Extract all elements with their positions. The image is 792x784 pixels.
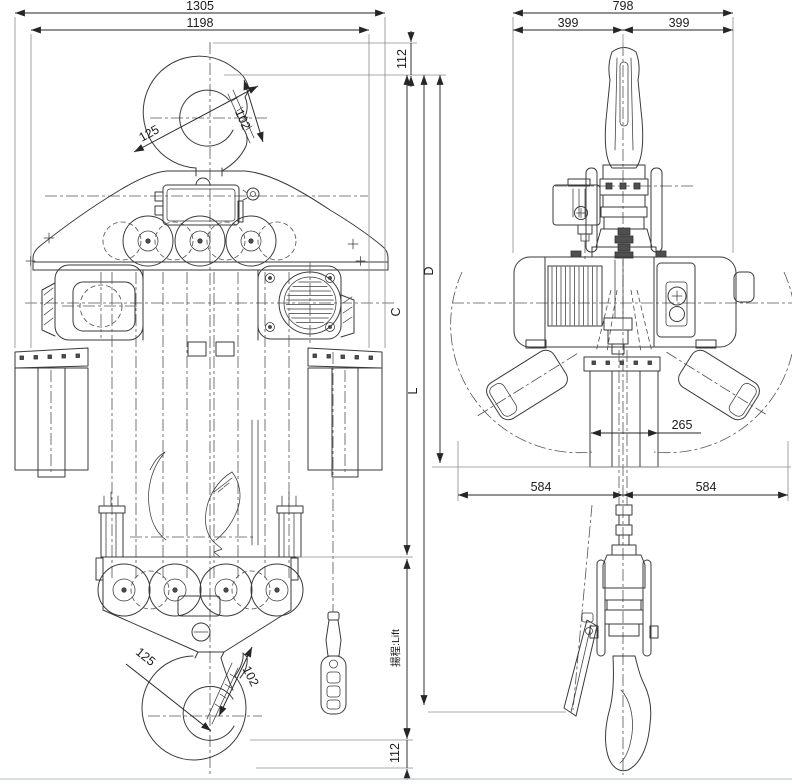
control-box	[656, 262, 696, 338]
dim-side-overall-width: 798	[513, 0, 733, 17]
dim-d: D	[422, 75, 444, 463]
dim-label-584-left: 584	[531, 480, 552, 494]
lower-extensions	[250, 466, 791, 769]
dim-label-265: 265	[672, 418, 693, 432]
motor	[257, 262, 355, 343]
dim-label-102-bottom: 102	[240, 664, 262, 689]
sheave	[148, 563, 202, 617]
dim-lift: 揚程:Lift	[389, 559, 411, 738]
side-hook-latch	[563, 504, 598, 717]
chain-strand	[251, 419, 259, 546]
motor-flap	[340, 294, 355, 338]
bottom-hook-block	[95, 556, 304, 653]
dim-label-d: D	[422, 266, 436, 275]
pendant-button	[326, 685, 341, 698]
swing-bucket-right	[666, 349, 769, 421]
dim-swing-right: 584	[623, 480, 788, 499]
side-bottom-block	[589, 504, 659, 657]
chain-container-left	[14, 347, 89, 478]
dim-swing-left: 584	[458, 480, 623, 499]
dim-label-112-top: 112	[395, 49, 409, 69]
dim-label-102-top: 102	[232, 107, 253, 132]
chain-sprockets	[102, 215, 297, 267]
dim-c: C	[389, 75, 411, 555]
dim-front-overall-width: 1305	[15, 0, 385, 17]
sprocket	[174, 215, 226, 267]
slack-chain-sketch	[148, 451, 241, 558]
sprocket	[225, 215, 277, 267]
motor-fins	[547, 265, 603, 327]
chain-links	[614, 227, 634, 259]
dim-top-hook-102: 102	[232, 79, 264, 143]
pendant-button	[326, 699, 341, 710]
dim-label-399-right: 399	[669, 16, 690, 30]
gearbox	[41, 264, 144, 341]
gearbox-flap	[41, 282, 56, 337]
frame-sides	[142, 269, 259, 341]
swing-arc-left	[450, 271, 593, 454]
side-view	[450, 44, 792, 775]
pendant-control	[320, 352, 347, 715]
side-suspension-bracket	[585, 164, 663, 259]
pendant-button	[326, 671, 341, 684]
cable-gland	[667, 286, 687, 306]
limit-switch-box	[552, 178, 601, 262]
dim-label-125-bottom: 125	[133, 645, 158, 669]
dim-side-left-half: 399	[513, 16, 623, 34]
front-extension-lines	[14, 17, 386, 348]
bracket-rib	[585, 167, 598, 253]
dim-label-584-right: 584	[696, 480, 717, 494]
swing-bucket-left	[477, 349, 580, 421]
dim-top-hook-throat: 112	[395, 31, 415, 87]
bottom-hook-latch	[206, 662, 239, 725]
side-extension-lines	[512, 17, 734, 253]
dim-bucket-width: 265	[591, 418, 701, 437]
dim-label-lift: 揚程:Lift	[389, 629, 402, 667]
side-bottom-hook	[563, 504, 652, 772]
dim-l: L	[406, 75, 428, 705]
chain-guide-left	[187, 341, 207, 357]
center-chain	[614, 259, 624, 319]
sheave	[97, 563, 151, 617]
swing-arc-right	[653, 271, 792, 454]
dim-front-mount-width: 1198	[31, 16, 369, 34]
brake-cover	[162, 184, 240, 226]
dim-label-798: 798	[613, 0, 634, 13]
dimensions: 1305 1198 798 399 399 112 125	[14, 0, 791, 780]
side-body	[513, 250, 755, 355]
dim-label-112-bottom: 112	[388, 743, 402, 763]
side-chain-bucket	[583, 350, 661, 505]
sheave	[250, 563, 304, 617]
dim-bottom-hook-102: 102	[218, 646, 262, 717]
side-top-hook	[604, 47, 644, 169]
side-flange	[733, 271, 755, 303]
swing-buckets	[450, 271, 792, 454]
dim-label-399-left: 399	[558, 16, 579, 30]
bracket-rib	[650, 167, 663, 253]
swing-extensions	[457, 441, 789, 501]
dim-bottom-hook-125: 125	[125, 645, 212, 732]
dim-label-1198: 1198	[187, 16, 214, 30]
bottom-hook	[141, 651, 248, 761]
dim-label-1305: 1305	[186, 0, 214, 13]
front-view	[14, 42, 395, 775]
dim-side-right-half: 399	[623, 16, 733, 34]
dim-label-l: L	[406, 387, 420, 394]
suspension-bracket	[25, 170, 389, 271]
eyebolt	[246, 187, 260, 201]
cable-gland	[669, 306, 685, 322]
dim-label-c: C	[389, 307, 403, 316]
sheave	[199, 563, 253, 617]
dim-label-125-top: 125	[137, 122, 162, 144]
sprocket	[122, 215, 174, 267]
chain-guide-right	[215, 341, 235, 357]
dim-bottom-hook-throat: 112	[388, 727, 411, 780]
chain-container-right	[307, 347, 383, 478]
chain-guide-tubes	[98, 491, 304, 558]
chain-falls	[111, 272, 290, 578]
